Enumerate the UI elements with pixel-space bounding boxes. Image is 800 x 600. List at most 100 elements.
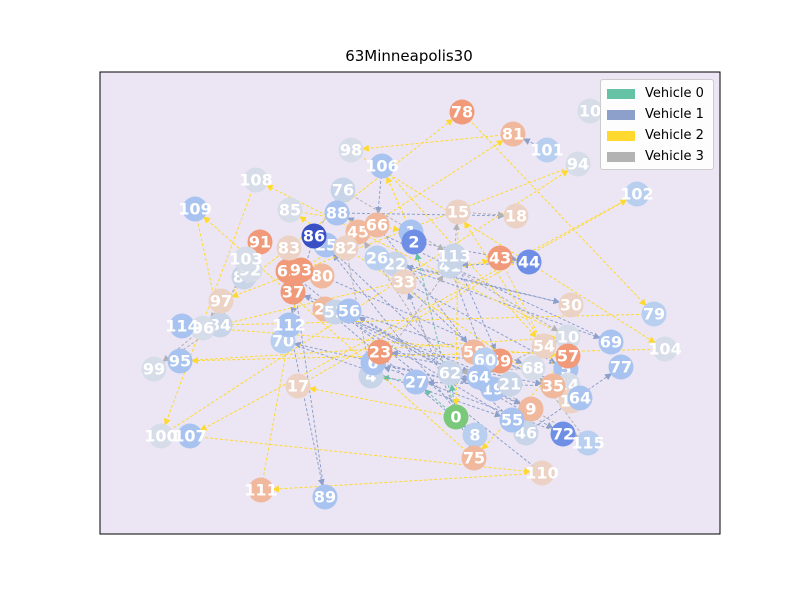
node-label: 104 [648, 340, 681, 359]
node-label: 94 [567, 155, 589, 174]
edge-vehicle-2 [297, 199, 628, 387]
node-marker [466, 364, 492, 390]
node-107: 107 [173, 423, 207, 449]
node-85: 85 [277, 197, 303, 223]
node-66: 66 [364, 212, 390, 238]
node-marker [437, 360, 463, 386]
node-marker [531, 333, 557, 359]
legend-swatch [607, 109, 635, 120]
node-label: 44 [518, 253, 540, 272]
edge-vehicle-1 [405, 264, 572, 306]
node-marker [276, 312, 302, 338]
node-label: 85 [279, 201, 301, 220]
edge-vehicle-1 [325, 244, 518, 426]
node-label: 109 [178, 200, 211, 219]
node-label: 43 [489, 249, 511, 268]
node-76: 76 [330, 177, 356, 203]
node-8: 8 [462, 422, 488, 448]
edge-vehicle-1 [358, 316, 451, 374]
node-93: 93 [288, 257, 314, 283]
node-68: 68 [520, 355, 546, 381]
node-marker [401, 229, 427, 255]
node-10: 10 [555, 324, 581, 350]
node-label: 78 [451, 103, 473, 122]
node-marker [503, 203, 529, 229]
edge-vehicle-2 [194, 208, 220, 315]
node-label: 114 [165, 317, 198, 336]
node-30: 30 [558, 292, 584, 318]
edge-vehicle-2 [461, 111, 647, 307]
node-label: 18 [505, 207, 527, 226]
node-marker [529, 460, 555, 486]
node-label: 72 [552, 425, 574, 444]
node-marker [462, 422, 488, 448]
node-81: 81 [500, 121, 526, 147]
node-44: 44 [516, 249, 542, 275]
node-78: 78 [449, 99, 475, 125]
node-marker [520, 355, 546, 381]
node-label: 107 [173, 427, 206, 446]
node-89: 89 [312, 484, 338, 510]
node-marker [333, 235, 359, 261]
node-91: 91 [247, 229, 273, 255]
node-21: 21 [497, 371, 523, 397]
node-label: 113 [437, 247, 470, 266]
node-marker [280, 279, 306, 305]
edge-vehicle-2 [179, 334, 558, 362]
node-113: 113 [437, 243, 471, 269]
edge-vehicle-2 [199, 193, 638, 431]
edge-vehicle-2 [361, 133, 514, 152]
node-marker [497, 371, 523, 397]
node-marker [301, 223, 327, 249]
node-108: 108 [239, 167, 273, 193]
node-label: 23 [369, 343, 391, 362]
edge-vehicle-2 [463, 221, 545, 347]
node-marker [518, 396, 544, 422]
node-27: 27 [403, 369, 429, 395]
node-label: 15 [447, 203, 469, 222]
node-23: 23 [367, 339, 393, 365]
node-label: 62 [439, 364, 461, 383]
route-nodes: 0124568910101415161718192122232526272830… [141, 98, 682, 510]
node-marker [403, 369, 429, 395]
edge-vehicle-0 [414, 252, 457, 418]
node-9: 9 [518, 396, 544, 422]
edge-vehicle-1 [324, 308, 467, 428]
node-marker [565, 151, 591, 177]
edge-vehicle-2 [265, 184, 569, 338]
node-marker [441, 243, 467, 269]
node-label: 27 [405, 373, 427, 392]
legend-item-vehicle-1: Vehicle 1 [601, 104, 713, 125]
legend-item-vehicle-2: Vehicle 2 [601, 125, 713, 146]
edge-vehicle-3 [162, 327, 204, 362]
edge-vehicle-1 [336, 212, 506, 220]
node-62: 62 [437, 360, 463, 386]
edge-vehicle-2 [219, 258, 490, 326]
node-marker [567, 385, 593, 411]
node-115: 115 [571, 430, 605, 456]
node-label: 55 [501, 411, 523, 430]
node-marker [443, 404, 469, 430]
node-104: 104 [648, 336, 682, 362]
node-label: 115 [571, 434, 604, 453]
node-marker [487, 245, 513, 271]
node-82: 82 [333, 235, 359, 261]
node-10: 10 [577, 98, 603, 124]
node-label: 0 [450, 408, 461, 427]
node-label: 10 [579, 102, 601, 121]
node-marker [499, 407, 525, 433]
node-label: 81 [502, 125, 524, 144]
node-label: 98 [340, 141, 362, 160]
node-marker [177, 423, 203, 449]
edge-vehicle-2 [160, 170, 569, 437]
edge-vehicle-1 [460, 377, 532, 410]
node-111: 111 [244, 477, 278, 503]
node-label: 76 [332, 181, 354, 200]
edge-vehicle-1 [346, 217, 612, 343]
legend-label: Vehicle 1 [645, 107, 704, 122]
node-label: 79 [643, 305, 665, 324]
chart-title: 63Minneapolis30 [345, 47, 473, 65]
node-marker [577, 98, 603, 124]
node-marker [445, 199, 471, 225]
node-54: 54 [531, 333, 557, 359]
